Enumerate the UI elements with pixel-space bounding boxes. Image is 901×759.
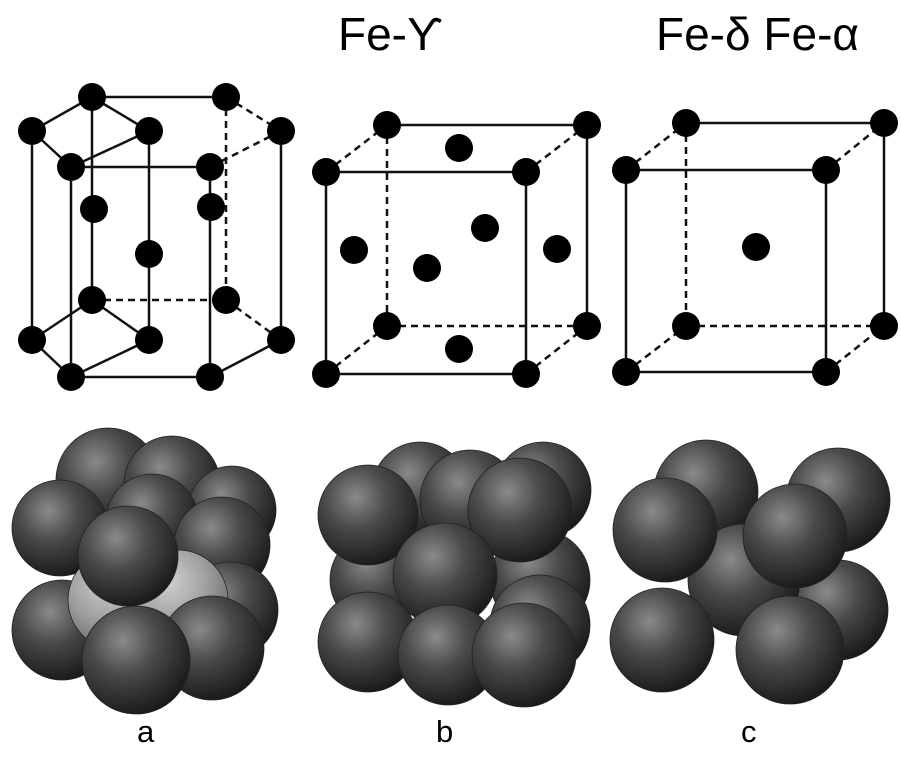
fcc-atoms	[312, 111, 601, 388]
atom	[612, 156, 640, 184]
atom	[340, 236, 368, 264]
atom	[672, 109, 700, 137]
atom	[312, 360, 340, 388]
atom	[212, 286, 240, 314]
atom	[78, 83, 106, 111]
atom	[512, 158, 540, 186]
atom	[80, 195, 108, 223]
atom	[512, 360, 540, 388]
atom	[18, 117, 46, 145]
sphere	[81, 605, 191, 715]
panel-label-b: b	[436, 714, 454, 749]
bcc-wireframe	[624, 121, 886, 374]
atom	[445, 335, 473, 363]
atom	[135, 240, 163, 268]
atom	[135, 326, 163, 354]
atom	[57, 153, 85, 181]
atom	[312, 158, 340, 186]
atom	[57, 363, 85, 391]
sphere	[467, 457, 573, 563]
hcp-atoms	[18, 83, 295, 391]
atom	[812, 156, 840, 184]
atom	[742, 233, 770, 261]
sphere	[609, 587, 715, 693]
atom	[135, 117, 163, 145]
atom	[612, 358, 640, 386]
sphere	[742, 483, 848, 589]
bcc-atoms	[612, 109, 898, 386]
bcc-sphere-model	[609, 439, 891, 705]
panel-label-c: c	[741, 714, 757, 749]
atom	[267, 117, 295, 145]
sphere	[735, 595, 845, 705]
atom	[267, 326, 295, 354]
sphere	[77, 505, 179, 607]
atom	[812, 358, 840, 386]
fcc-sphere-model	[317, 441, 592, 708]
atom	[197, 193, 225, 221]
atom	[373, 111, 401, 139]
atom	[573, 111, 601, 139]
atom	[413, 254, 441, 282]
atom	[196, 153, 224, 181]
atom	[373, 312, 401, 340]
panel-label-a: a	[137, 714, 155, 749]
atom	[870, 312, 898, 340]
atom	[543, 235, 571, 263]
atom	[672, 312, 700, 340]
sphere	[612, 477, 718, 583]
atom	[212, 83, 240, 111]
atom	[573, 312, 601, 340]
atom	[870, 109, 898, 137]
sphere	[317, 464, 419, 566]
atom	[445, 134, 473, 162]
fe-gamma-title: Fe-ϒ	[338, 8, 443, 60]
atom	[18, 326, 46, 354]
fe-delta-alpha-title: Fe-δ Fe-α	[656, 8, 859, 60]
hcp-sphere-model	[11, 427, 279, 715]
atom	[471, 214, 499, 242]
atom	[196, 363, 224, 391]
sphere	[471, 602, 577, 708]
atom	[78, 286, 106, 314]
